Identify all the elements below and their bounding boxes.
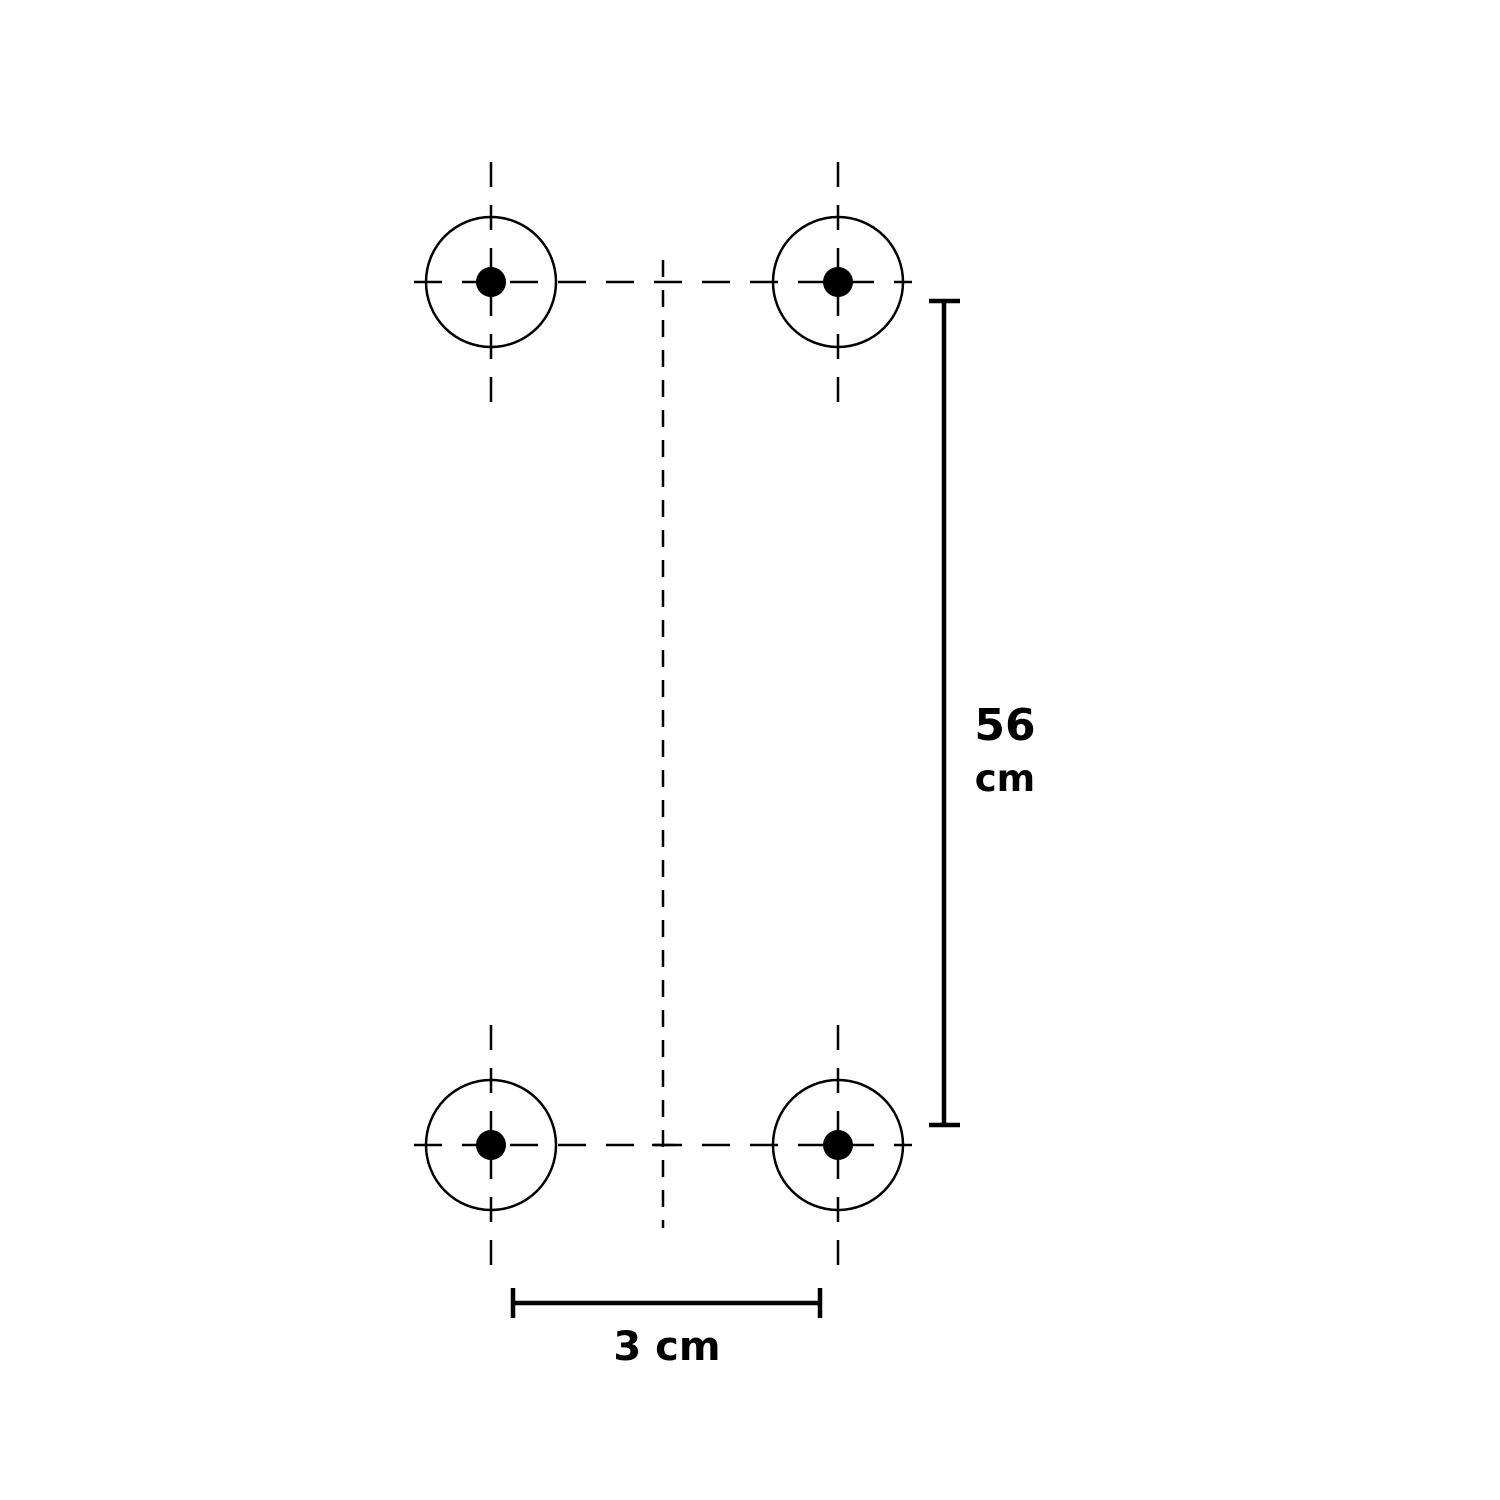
mounting-hole-top-left xyxy=(424,162,558,410)
hole-top-right-center-dot xyxy=(823,267,853,297)
mounting-hole-top-right xyxy=(771,162,905,410)
hole-top-left-center-dot xyxy=(476,267,506,297)
vertical-dimension: 56 cm xyxy=(929,298,1036,1128)
hole-bottom-left-outer-ring xyxy=(424,1078,558,1212)
horizontal-dimension-label: 3 cm xyxy=(613,1324,720,1370)
mounting-hole-bottom-right xyxy=(771,1025,905,1273)
hole-bottom-right-outer-ring xyxy=(771,1078,905,1212)
hole-top-left-outer-ring xyxy=(424,215,558,349)
hole-top-right-outer-ring xyxy=(771,215,905,349)
hole-bottom-left-center-dot xyxy=(476,1130,506,1160)
hole-bottom-right-center-dot xyxy=(823,1130,853,1160)
mounting-hole-bottom-left xyxy=(424,1025,558,1273)
vertical-dimension-value: 56 xyxy=(974,700,1035,751)
horizontal-dimension: 3 cm xyxy=(510,1288,823,1370)
vertical-dimension-unit: cm xyxy=(975,757,1036,800)
